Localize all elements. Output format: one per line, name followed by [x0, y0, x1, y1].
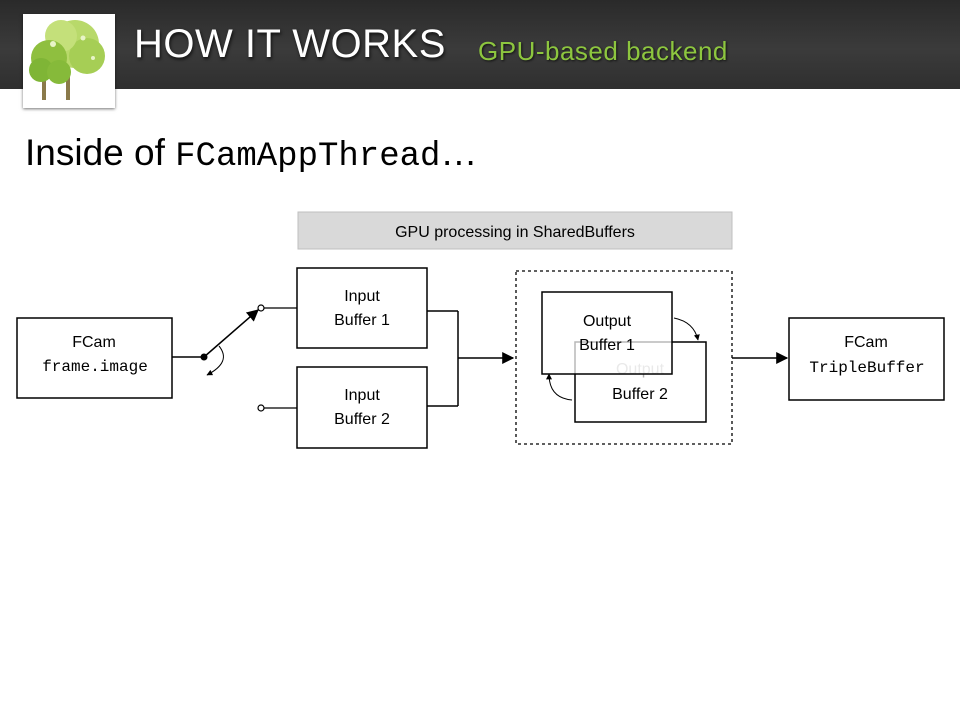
- tree-icon: [23, 14, 115, 108]
- sink-label-line2: TripleBuffer: [809, 359, 924, 377]
- source-label-line2: frame.image: [42, 358, 148, 376]
- input-buffer-2-line2: Buffer 2: [334, 411, 390, 428]
- slide-title: HOW IT WORKS: [134, 22, 446, 66]
- heading-suffix: …: [440, 132, 478, 173]
- input-buffer-2: Input Buffer 2: [296, 366, 428, 449]
- heading-code: FCamAppThread: [175, 138, 441, 176]
- page-heading: Inside of FCamAppThread…: [25, 132, 477, 176]
- output-buffer-2-line2: Buffer 2: [612, 386, 668, 403]
- shared-buffers-banner: GPU processing in SharedBuffers: [297, 211, 733, 250]
- input-buffer-1: Input Buffer 1: [296, 267, 428, 349]
- merge-connector: [427, 310, 515, 407]
- slide-subtitle: GPU-based backend: [478, 36, 728, 66]
- output-buffer-1: Output Buffer 1: [541, 291, 673, 375]
- sink-node: FCam TripleBuffer: [788, 317, 945, 401]
- swap-arrow-right: [673, 317, 700, 341]
- input-buffer-1-line1: Input: [344, 288, 380, 305]
- source-label-line1: FCam: [72, 334, 116, 351]
- sink-label-line1: FCam: [844, 334, 888, 351]
- input-buffer-2-line1: Input: [344, 387, 380, 404]
- source-node: FCam frame.image: [16, 317, 173, 399]
- output-buffer-1-line2: Buffer 1: [579, 337, 635, 354]
- swap-arrow-left: [546, 373, 573, 401]
- input-buffer-1-line2: Buffer 1: [334, 312, 390, 329]
- heading-prefix: Inside of: [25, 132, 176, 173]
- banner-label: GPU processing in SharedBuffers: [395, 224, 635, 241]
- header-bar: [0, 0, 960, 89]
- buffer-switch: [172, 304, 297, 412]
- output-buffer-1-line1: Output: [583, 313, 632, 330]
